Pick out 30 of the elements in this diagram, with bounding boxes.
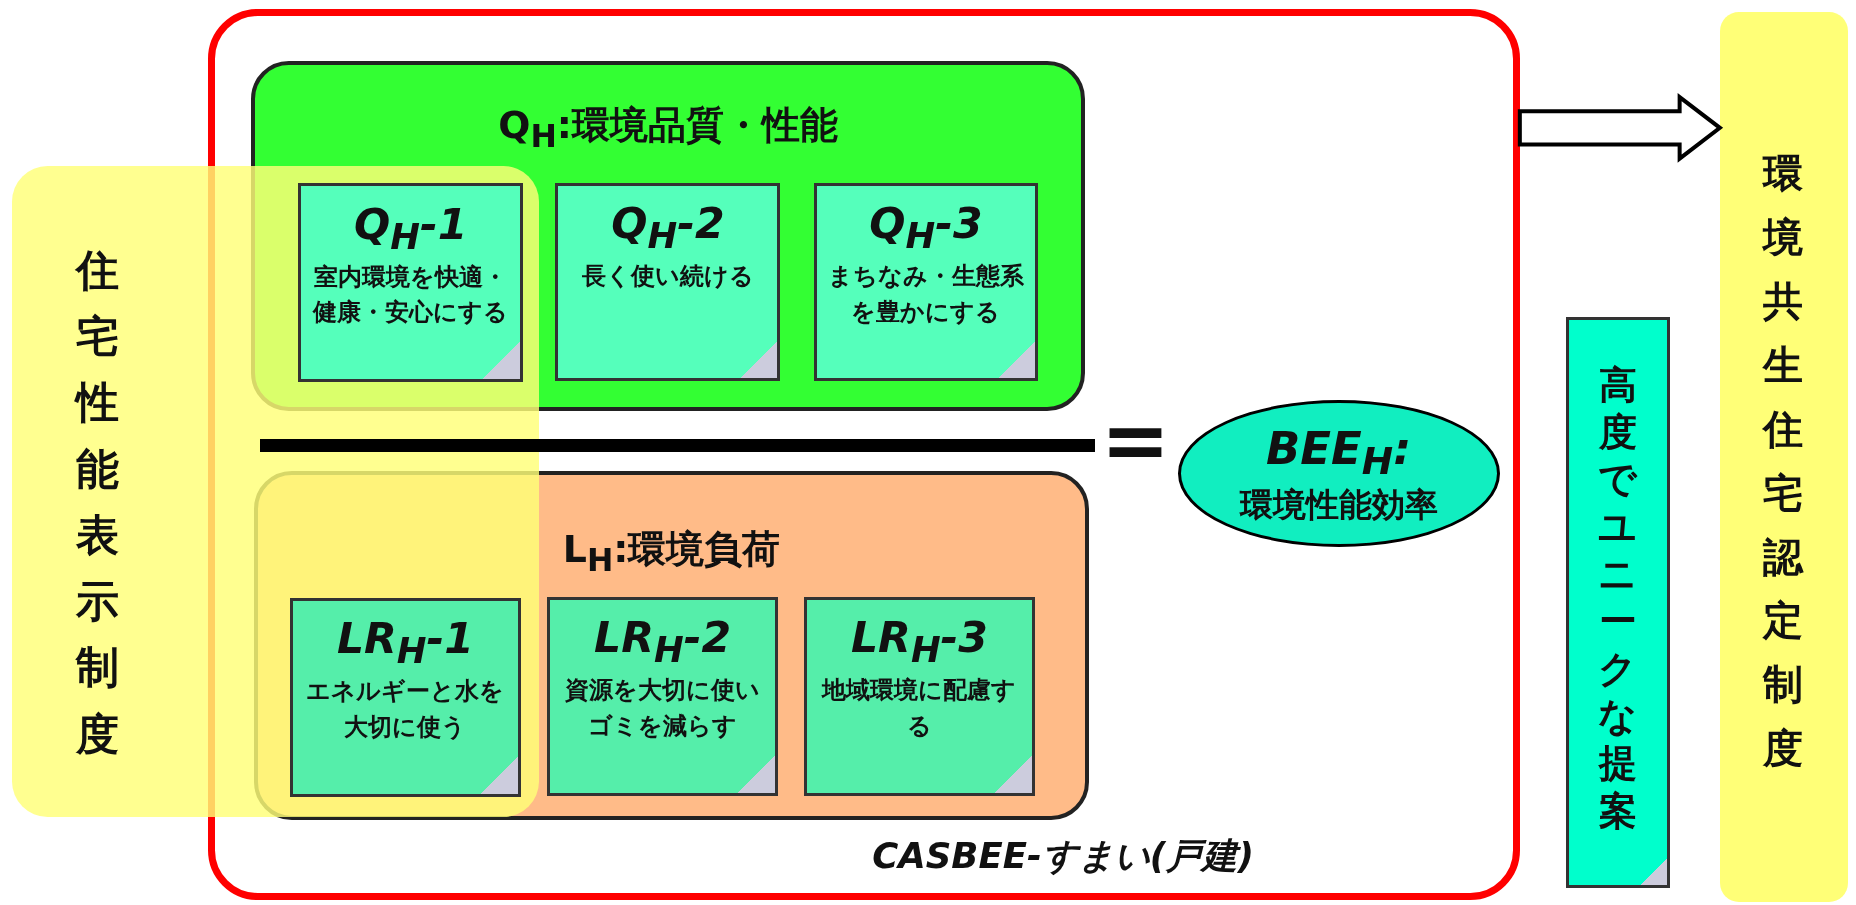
card-heading: LR$_{H}$-2 bbox=[593, 614, 733, 669]
proposal-box bbox=[1566, 317, 1671, 888]
system-title: CASBEE-すまい(戸建) bbox=[872, 834, 1255, 879]
equals-sign: = bbox=[1100, 400, 1171, 483]
result-text: 環境性能効率 bbox=[1238, 483, 1439, 526]
block-arrow bbox=[1517, 93, 1724, 163]
item-card bbox=[555, 182, 781, 382]
item-card bbox=[298, 183, 524, 383]
card-text: 長く使い続ける bbox=[580, 261, 755, 293]
card-heading: Q$_{H}$-1 bbox=[353, 200, 469, 256]
item-card bbox=[547, 596, 778, 796]
result-heading: BEE$_{H}$: bbox=[1265, 421, 1413, 483]
vertical-label: 住宅性能表示制度 bbox=[73, 243, 120, 761]
item-card bbox=[804, 596, 1035, 796]
card-text: 地域環境に配慮する bbox=[820, 675, 1018, 742]
panel-heading: L$_{H}$:環境負荷 bbox=[561, 525, 782, 578]
card-heading: LR$_{H}$-1 bbox=[335, 614, 475, 670]
card-heading: Q$_{H}$-3 bbox=[868, 199, 984, 255]
panel-heading: Q$_{H}$:環境品質・性能 bbox=[497, 101, 839, 154]
card-text: エネルギーと水を大切に使う bbox=[305, 676, 506, 743]
card-heading: Q$_{H}$-2 bbox=[610, 199, 726, 255]
system-band bbox=[1719, 11, 1848, 902]
card-text: まちなみ・生態系を豊かにする bbox=[826, 261, 1025, 328]
item-card bbox=[290, 597, 521, 797]
card-heading: LR$_{H}$-3 bbox=[849, 614, 989, 669]
vertical-label: 高度でユニークな提案 bbox=[1597, 361, 1639, 835]
card-text: 資源を大切に使いゴミを減らす bbox=[564, 675, 762, 742]
card-text: 室内環境を快適・健康・安心にする bbox=[311, 262, 510, 329]
vertical-label: 環境共生住宅認定制度 bbox=[1761, 149, 1805, 774]
item-card bbox=[813, 182, 1039, 382]
